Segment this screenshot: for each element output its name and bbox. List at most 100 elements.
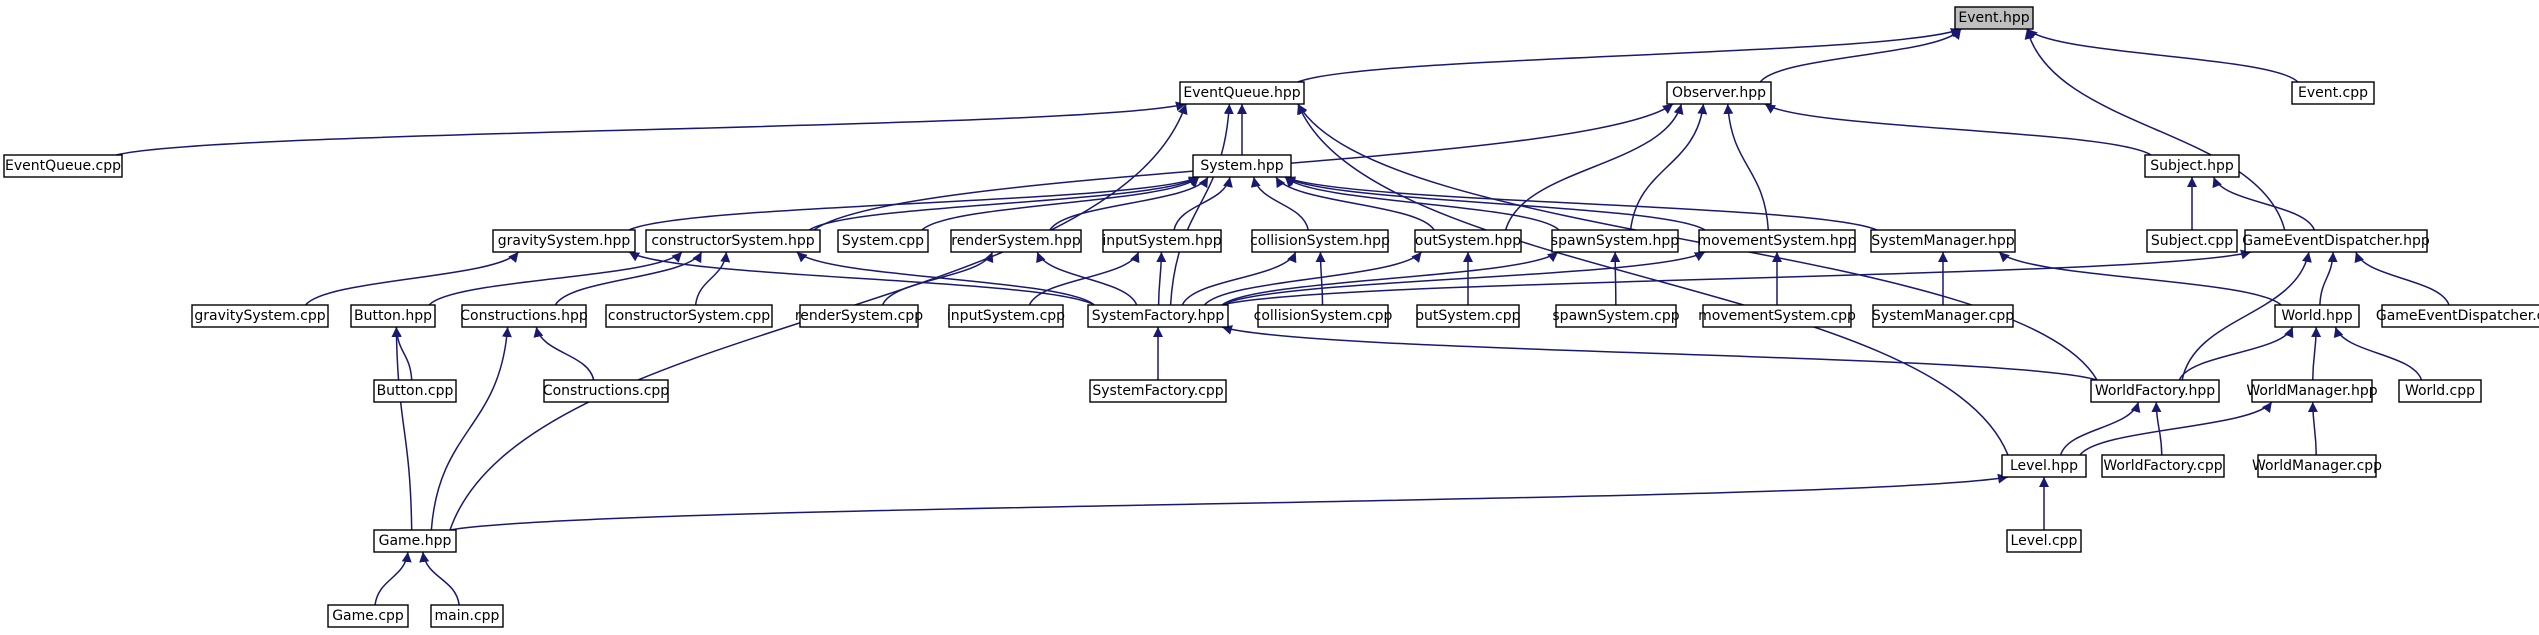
node-box[interactable]: [2251, 379, 2373, 403]
node-box[interactable]: [1102, 229, 1222, 253]
node-systemfactory-cpp[interactable]: SystemFactory.cpp: [1089, 379, 1227, 403]
node-constructorsystem-cpp[interactable]: constructorSystem.cpp: [605, 304, 773, 328]
node-box[interactable]: [1192, 154, 1292, 178]
node-spawnsystem-cpp[interactable]: spawnSystem.cpp: [1552, 304, 1680, 328]
node-box[interactable]: [2257, 454, 2377, 478]
edge-collisionsystem-hpp-to-system-hpp: [1250, 176, 1310, 231]
node-label: main.cpp: [435, 608, 500, 624]
node-box[interactable]: [1551, 229, 1679, 253]
node-eventqueue-hpp[interactable]: EventQueue.hpp: [1179, 81, 1305, 105]
node-box[interactable]: [1666, 81, 1772, 105]
node-worldmanager-hpp[interactable]: WorldManager.hpp: [2246, 379, 2378, 403]
node-box[interactable]: [948, 304, 1064, 328]
node-outsystem-hpp[interactable]: outSystem.hpp: [1414, 229, 1522, 253]
node-box[interactable]: [1954, 6, 2034, 30]
edge-gravitysystem-hpp-to-system-hpp: [628, 176, 1200, 231]
edge-game-hpp-to-constructions-hpp: [430, 326, 512, 531]
node-box[interactable]: [1257, 304, 1389, 328]
node-subject-hpp[interactable]: Subject.hpp: [2144, 154, 2240, 178]
node-box[interactable]: [543, 379, 669, 403]
node-box[interactable]: [2001, 454, 2087, 478]
node-rendersystem-hpp[interactable]: renderSystem.hpp: [950, 229, 1082, 253]
node-movementsystem-hpp[interactable]: movementSystem.hpp: [1697, 229, 1857, 253]
node-constructions-hpp[interactable]: Constructions.hpp: [460, 304, 588, 328]
node-box[interactable]: [1698, 229, 1856, 253]
node-outsystem-cpp[interactable]: outSystem.cpp: [1415, 304, 1521, 328]
node-box[interactable]: [327, 604, 409, 628]
node-systemmanager-hpp[interactable]: SystemManager.hpp: [1870, 229, 2016, 253]
node-rendersystem-cpp[interactable]: renderSystem.cpp: [795, 304, 923, 328]
node-box[interactable]: [2146, 229, 2238, 253]
node-system-hpp[interactable]: System.hpp: [1192, 154, 1292, 178]
node-box[interactable]: [373, 379, 457, 403]
node-label: Constructions.cpp: [543, 383, 669, 399]
node-box[interactable]: [1416, 304, 1520, 328]
node-box[interactable]: [837, 229, 929, 253]
node-box[interactable]: [2244, 229, 2428, 253]
node-label: Game.cpp: [332, 608, 404, 624]
node-box[interactable]: [2291, 81, 2375, 105]
node-box[interactable]: [2006, 529, 2082, 553]
node-level-hpp[interactable]: Level.hpp: [2001, 454, 2087, 478]
node-inputsystem-cpp[interactable]: inputSystem.cpp: [947, 304, 1065, 328]
node-observer-hpp[interactable]: Observer.hpp: [1666, 81, 1772, 105]
node-box[interactable]: [1251, 229, 1389, 253]
node-game-cpp[interactable]: Game.cpp: [327, 604, 409, 628]
node-gameeventdispatcher-hpp[interactable]: GameEventDispatcher.hpp: [2242, 229, 2430, 253]
node-gameeventdispatcher-cpp[interactable]: GameEventDispatcher.cpp: [2376, 304, 2539, 328]
node-box[interactable]: [430, 604, 504, 628]
node-box[interactable]: [2101, 454, 2225, 478]
node-event-cpp[interactable]: Event.cpp: [2291, 81, 2375, 105]
node-box[interactable]: [605, 304, 773, 328]
node-spawnsystem-hpp[interactable]: spawnSystem.hpp: [1551, 229, 1679, 253]
node-game-hpp[interactable]: Game.hpp: [373, 529, 457, 553]
node-event-hpp[interactable]: Event.hpp: [1954, 6, 2034, 30]
node-box[interactable]: [1087, 304, 1229, 328]
node-box[interactable]: [350, 304, 436, 328]
node-world-cpp[interactable]: World.cpp: [2398, 379, 2482, 403]
node-collisionsystem-cpp[interactable]: collisionSystem.cpp: [1254, 304, 1393, 328]
node-level-cpp[interactable]: Level.cpp: [2006, 529, 2082, 553]
node-box[interactable]: [645, 229, 821, 253]
node-box[interactable]: [1414, 229, 1522, 253]
node-box[interactable]: [1702, 304, 1852, 328]
node-worldfactory-cpp[interactable]: WorldFactory.cpp: [2101, 454, 2225, 478]
node-button-hpp[interactable]: Button.hpp: [350, 304, 436, 328]
node-box[interactable]: [799, 304, 919, 328]
node-box[interactable]: [1872, 304, 2014, 328]
node-box[interactable]: [1089, 379, 1227, 403]
node-systemmanager-cpp[interactable]: SystemManager.cpp: [1872, 304, 2014, 328]
node-box[interactable]: [2398, 379, 2482, 403]
node-box[interactable]: [2090, 379, 2220, 403]
node-box[interactable]: [461, 304, 587, 328]
node-system-cpp[interactable]: System.cpp: [837, 229, 929, 253]
node-main-cpp[interactable]: main.cpp: [430, 604, 504, 628]
node-button-cpp[interactable]: Button.cpp: [373, 379, 457, 403]
node-box[interactable]: [1870, 229, 2016, 253]
node-box[interactable]: [492, 229, 636, 253]
node-constructions-cpp[interactable]: Constructions.cpp: [543, 379, 669, 403]
node-box[interactable]: [2381, 304, 2539, 328]
node-box[interactable]: [3, 154, 123, 178]
node-collisionsystem-hpp[interactable]: collisionSystem.hpp: [1250, 229, 1390, 253]
node-box[interactable]: [1555, 304, 1677, 328]
node-movementsystem-cpp[interactable]: movementSystem.cpp: [1698, 304, 1856, 328]
node-eventqueue-cpp[interactable]: EventQueue.cpp: [3, 154, 123, 178]
node-gravitysystem-hpp[interactable]: gravitySystem.hpp: [492, 229, 636, 253]
node-box[interactable]: [373, 529, 457, 553]
node-inputsystem-hpp[interactable]: inputSystem.hpp: [1102, 229, 1222, 253]
node-systemfactory-hpp[interactable]: SystemFactory.hpp: [1087, 304, 1229, 328]
node-box[interactable]: [191, 304, 329, 328]
node-constructorsystem-hpp[interactable]: constructorSystem.hpp: [645, 229, 821, 253]
edge-spawnsystem-hpp-to-observer-hpp: [1629, 103, 1708, 231]
node-box[interactable]: [2274, 304, 2360, 328]
node-subject-cpp[interactable]: Subject.cpp: [2146, 229, 2238, 253]
node-worldfactory-hpp[interactable]: WorldFactory.hpp: [2090, 379, 2220, 403]
node-box[interactable]: [1179, 81, 1305, 105]
node-gravitysystem-cpp[interactable]: gravitySystem.cpp: [191, 304, 329, 328]
node-box[interactable]: [2144, 154, 2240, 178]
edge-systemfactory-hpp-to-outsystem-hpp: [1203, 251, 1423, 306]
node-box[interactable]: [950, 229, 1082, 253]
node-worldmanager-cpp[interactable]: WorldManager.cpp: [2252, 454, 2382, 478]
node-world-hpp[interactable]: World.hpp: [2274, 304, 2360, 328]
